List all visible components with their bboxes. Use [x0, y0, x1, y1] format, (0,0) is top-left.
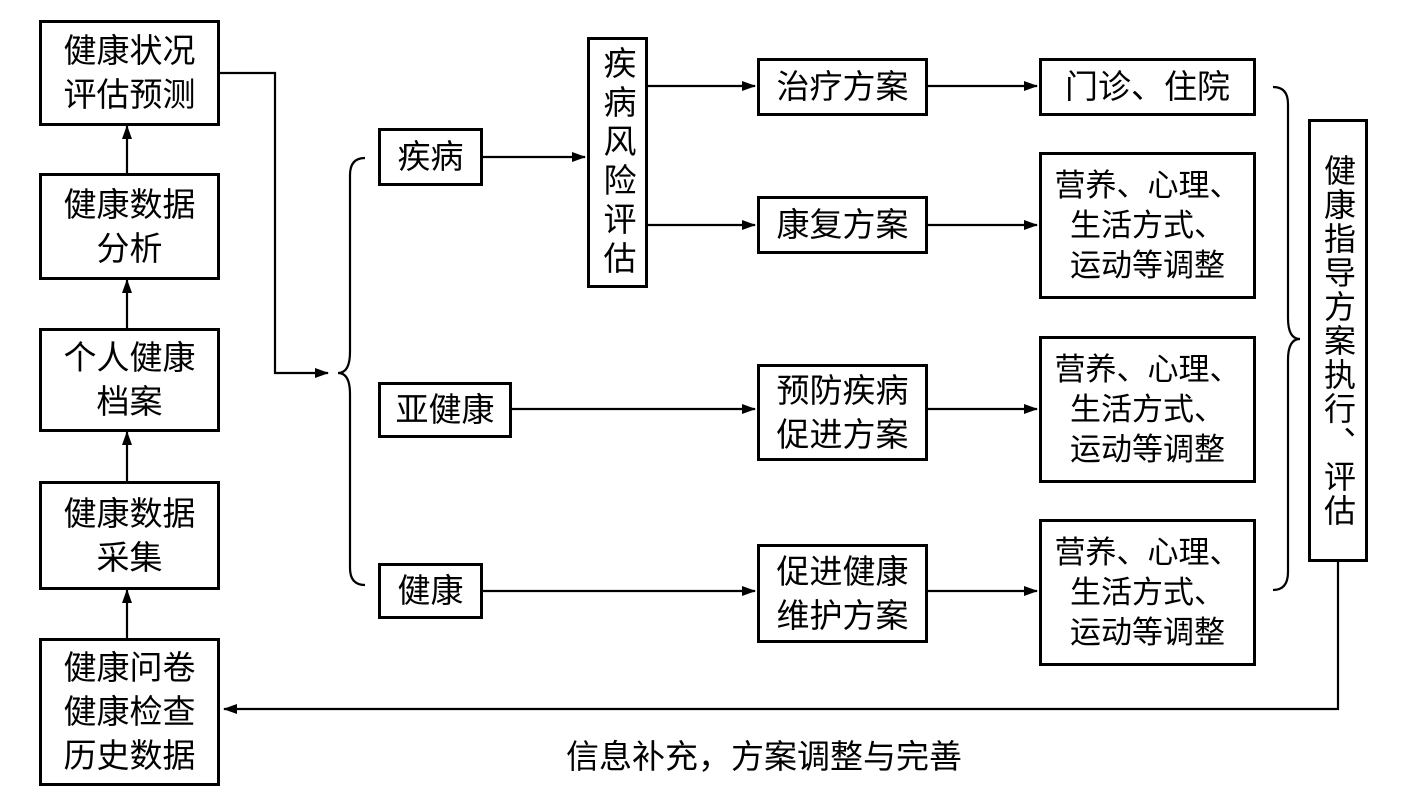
lifestyle-adjust-box-1: 营养、心理、 生活方式、 运动等调整	[1039, 152, 1256, 299]
arrow-feedback-loop	[223, 562, 1340, 714]
clinic-hospital-box: 门诊、住院	[1039, 58, 1256, 116]
left-brace	[337, 156, 366, 587]
treatment-plan-box: 治疗方案	[757, 58, 928, 116]
maintenance-plan-box: 促进健康 维护方案	[757, 544, 928, 643]
prevention-plan-box: 预防疾病 促进方案	[757, 364, 928, 461]
data-analysis-box: 健康数据 分析	[39, 173, 220, 280]
personal-profile-box: 个人健康 档案	[39, 328, 220, 432]
guidance-execution-box: 健康指导方案执行、评估	[1308, 119, 1368, 562]
feedback-label: 信息补充，方案调整与完善	[566, 737, 962, 776]
disease-risk-assessment-box: 疾病风险评估	[587, 37, 648, 288]
arrow-assessment-to-states	[220, 71, 329, 378]
data-collection-box: 健康数据 采集	[39, 481, 220, 590]
rehab-plan-box: 康复方案	[757, 196, 928, 254]
state-subhealth-box: 亚健康	[378, 382, 512, 438]
state-disease-box: 疾病	[378, 128, 483, 186]
data-sources-box: 健康问卷 健康检查 历史数据	[39, 638, 220, 786]
state-healthy-box: 健康	[378, 563, 483, 619]
right-brace	[1272, 85, 1301, 592]
lifestyle-adjust-box-2: 营养、心理、 生活方式、 运动等调整	[1039, 336, 1256, 483]
lifestyle-adjust-box-3: 营养、心理、 生活方式、 运动等调整	[1039, 519, 1256, 666]
health-assessment-box: 健康状况 评估预测	[39, 20, 220, 126]
